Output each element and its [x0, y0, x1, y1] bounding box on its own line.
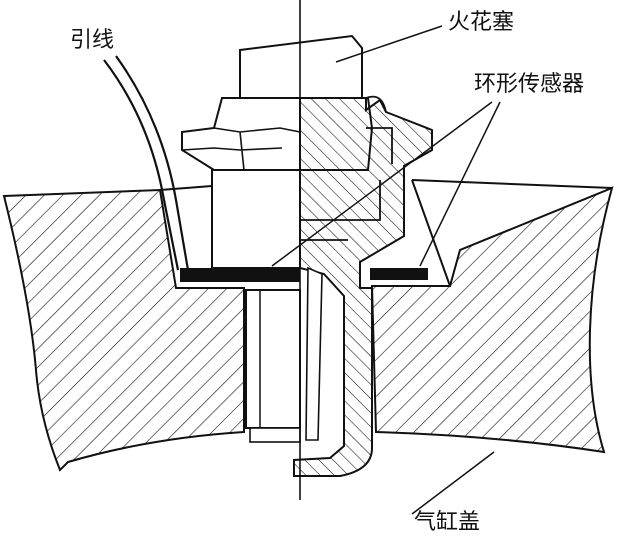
lead-wire [103, 55, 190, 271]
plug-bore [245, 289, 301, 429]
ring-sensor-left [180, 268, 300, 282]
label-lead-wire: 引线 [70, 28, 115, 53]
spark-plug-terminal [239, 34, 363, 99]
label-cylinder-head: 气缸盖 [414, 510, 481, 535]
label-ring-sensor: 环形传感器 [474, 72, 585, 97]
counterbore-outline [159, 179, 613, 287]
cylinder-head-right [370, 186, 614, 454]
cylinder-head-left [2, 188, 245, 472]
spark-plug-shell-section [293, 97, 433, 477]
ring-sensor-right [370, 268, 428, 280]
label-spark-plug: 火花塞 [448, 10, 515, 35]
leader-sensor-right [419, 101, 501, 267]
leader-sensor-left [271, 101, 493, 267]
leader-spark-plug [335, 25, 443, 63]
spark-plug-shell [211, 169, 301, 269]
leader-cylinder-head [411, 451, 495, 515]
